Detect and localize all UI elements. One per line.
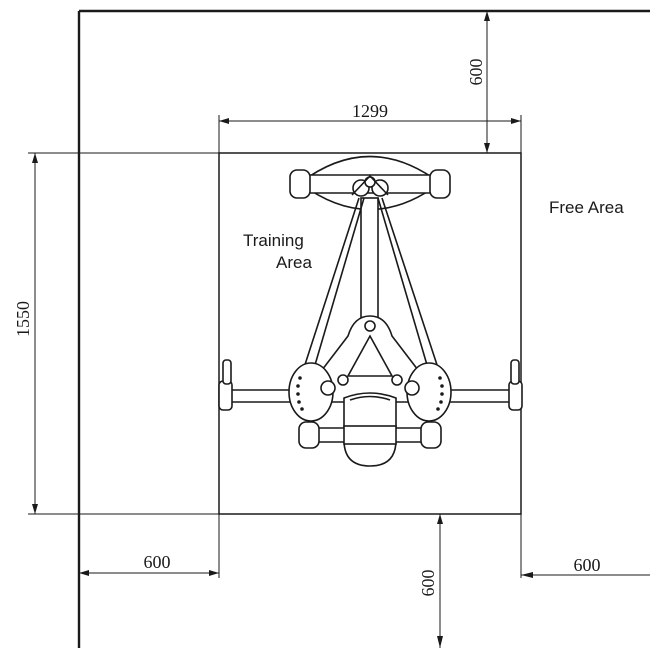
- dimension-depth: 1550: [13, 153, 38, 514]
- dimension-clearance-bottom-label: 600: [418, 570, 438, 597]
- training-area-label-line1: Training: [243, 231, 304, 250]
- free-area-boundary: [77, 9, 650, 648]
- dimension-clearance-right: 600: [521, 555, 650, 578]
- dimension-clearance-bottom: 600: [418, 514, 443, 648]
- dimension-clearance-top: 600: [466, 11, 490, 153]
- training-area-label-line2: Area: [276, 253, 312, 272]
- dimension-clearance-right-label: 600: [574, 555, 601, 575]
- dimension-depth-label: 1550: [13, 301, 33, 337]
- training-machine-icon: [218, 155, 523, 467]
- dimension-clearance-top-label: 600: [466, 59, 486, 86]
- dimension-clearance-left-label: 600: [144, 552, 171, 572]
- dimension-width: 1299: [219, 101, 521, 124]
- free-area-label: Free Area: [549, 198, 624, 217]
- training-area-rect: [218, 152, 522, 515]
- dimension-width-label: 1299: [352, 101, 388, 121]
- dimension-clearance-left: 600: [79, 552, 219, 576]
